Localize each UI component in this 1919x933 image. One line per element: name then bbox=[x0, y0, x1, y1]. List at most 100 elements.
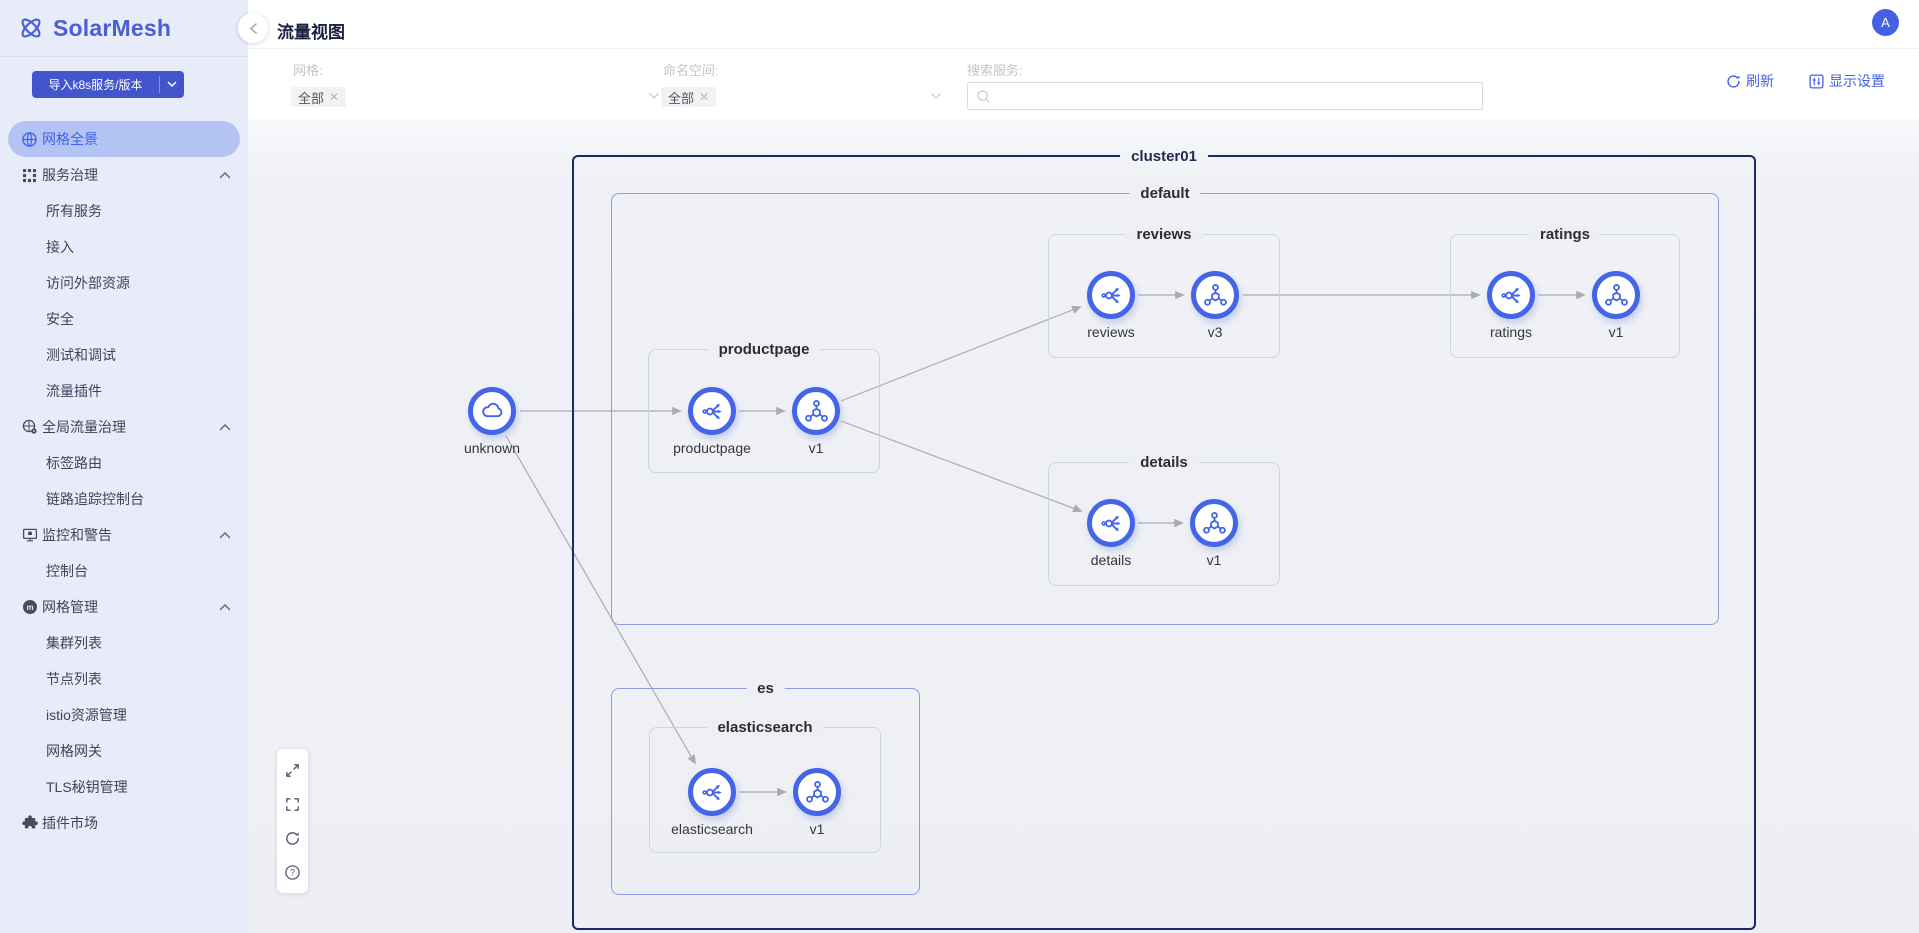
namespace-label: default bbox=[1129, 185, 1201, 203]
reload-button[interactable] bbox=[277, 821, 308, 855]
graph-node-label: elasticsearch bbox=[671, 821, 753, 837]
sidebar-item-traffic-plugin[interactable]: 流量插件 bbox=[0, 373, 248, 409]
graph-node-reviews-v3[interactable] bbox=[1191, 271, 1239, 319]
sidebar-item-monitor-alert[interactable]: 监控和警告 bbox=[0, 517, 248, 553]
display-settings-button[interactable]: 显示设置 bbox=[1809, 71, 1885, 91]
sidebar-item-node-list[interactable]: 节点列表 bbox=[0, 661, 248, 697]
graph-node-elasticsearch-v1[interactable] bbox=[793, 768, 841, 816]
workload-icon bbox=[804, 779, 831, 806]
fit-icon bbox=[284, 762, 301, 779]
service-icon bbox=[1098, 282, 1125, 309]
graph-node-details-v1[interactable] bbox=[1190, 499, 1238, 547]
sidebar-menu: 网格全景服务治理所有服务接入访问外部资源安全测试和调试流量插件全局流量治理标签路… bbox=[0, 121, 248, 841]
group-label: reviews bbox=[1125, 226, 1203, 244]
sidebar-item-label: 监控和警告 bbox=[42, 527, 112, 543]
sidebar-item-label: 节点列表 bbox=[46, 671, 102, 687]
sidebar-item-tracing-console[interactable]: 链路追踪控制台 bbox=[0, 481, 248, 517]
namespace-select-chevron-icon[interactable] bbox=[930, 92, 942, 100]
sidebar-item-label: 全局流量治理 bbox=[42, 419, 126, 435]
sidebar-item-test-debug[interactable]: 测试和调试 bbox=[0, 337, 248, 373]
search-icon bbox=[976, 89, 991, 104]
group-box-grp-ratings[interactable]: ratings bbox=[1450, 226, 1680, 358]
cloud-icon bbox=[479, 398, 506, 425]
namespace-label: es bbox=[746, 680, 785, 698]
grid-icon bbox=[21, 167, 38, 184]
back-button[interactable] bbox=[238, 13, 268, 43]
group-box-grp-productpage[interactable]: productpage bbox=[648, 341, 880, 473]
sidebar-item-plugin-market[interactable]: 插件市场 bbox=[0, 805, 248, 841]
service-icon bbox=[699, 398, 726, 425]
group-box-grp-details[interactable]: details bbox=[1048, 454, 1280, 586]
sidebar-item-security[interactable]: 安全 bbox=[0, 301, 248, 337]
fullscreen-icon bbox=[284, 796, 301, 813]
graph-node-label: v3 bbox=[1207, 324, 1223, 340]
fit-view-button[interactable] bbox=[277, 753, 308, 787]
graph-node-ratings-v1[interactable] bbox=[1592, 271, 1640, 319]
service-icon bbox=[699, 779, 726, 806]
mesh-select-chevron-icon[interactable] bbox=[648, 92, 660, 100]
group-box-grp-elasticsearch[interactable]: elasticsearch bbox=[649, 719, 881, 853]
sidebar-item-label: TLS秘钥管理 bbox=[46, 779, 128, 795]
help-button[interactable]: ? bbox=[277, 855, 308, 889]
sidebar-item-external-resources[interactable]: 访问外部资源 bbox=[0, 265, 248, 301]
mesh-filter-chip[interactable]: 全部 ✕ bbox=[291, 87, 347, 107]
mesh-badge-icon: m bbox=[21, 599, 38, 616]
graph-node-label: v1 bbox=[809, 821, 825, 837]
sidebar-item-service-governance[interactable]: 服务治理 bbox=[0, 157, 248, 193]
monitor-icon bbox=[21, 527, 38, 544]
graph-node-label: v1 bbox=[808, 440, 824, 456]
graph-node-unknown[interactable] bbox=[468, 387, 516, 435]
sidebar-item-istio-resources[interactable]: istio资源管理 bbox=[0, 697, 248, 733]
workload-icon bbox=[1202, 282, 1229, 309]
chip-text: 全部 bbox=[298, 90, 325, 106]
avatar[interactable]: A bbox=[1872, 9, 1899, 36]
button-divider bbox=[159, 76, 160, 93]
sidebar-item-console[interactable]: 控制台 bbox=[0, 553, 248, 589]
import-k8s-label: 导入k8s服务/版本 bbox=[48, 78, 143, 92]
graph-node-svc-elasticsearch[interactable] bbox=[688, 768, 736, 816]
namespace-box-ns-es[interactable]: es bbox=[611, 680, 920, 895]
import-k8s-button[interactable]: 导入k8s服务/版本 bbox=[32, 71, 184, 98]
graph-node-svc-details[interactable] bbox=[1087, 499, 1135, 547]
cluster-box-cluster01[interactable]: cluster01 bbox=[572, 148, 1756, 930]
sidebar-item-label: 网格全景 bbox=[42, 131, 98, 147]
graph-node-svc-productpage[interactable] bbox=[688, 387, 736, 435]
chevron-up-icon[interactable] bbox=[219, 171, 231, 179]
sidebar-item-access[interactable]: 接入 bbox=[0, 229, 248, 265]
namespace-box-ns-default[interactable]: default bbox=[611, 185, 1719, 625]
namespace-filter-chip[interactable]: 全部 ✕ bbox=[661, 87, 717, 107]
group-box-grp-reviews[interactable]: reviews bbox=[1048, 226, 1280, 358]
sidebar-item-all-services[interactable]: 所有服务 bbox=[0, 193, 248, 229]
refresh-button[interactable]: 刷新 bbox=[1726, 71, 1774, 91]
fullscreen-button[interactable] bbox=[277, 787, 308, 821]
chevron-up-icon[interactable] bbox=[219, 423, 231, 431]
close-icon[interactable]: ✕ bbox=[699, 90, 710, 104]
sidebar-item-label: 测试和调试 bbox=[46, 347, 116, 363]
sidebar-item-label: 服务治理 bbox=[42, 167, 98, 183]
group-label: ratings bbox=[1528, 226, 1602, 244]
gear-globe-icon bbox=[21, 419, 38, 436]
sidebar-item-mesh-overview[interactable]: 网格全景 bbox=[8, 121, 240, 157]
sidebar-item-cluster-list[interactable]: 集群列表 bbox=[0, 625, 248, 661]
graph-node-svc-ratings[interactable] bbox=[1487, 271, 1535, 319]
workload-icon bbox=[1603, 282, 1630, 309]
topbar: 流量视图 A 网格: 全部 ✕ 命名空间: 全部 ✕ 搜索服务: 刷新 显示设置 bbox=[238, 0, 1919, 119]
graph-node-productpage-v1[interactable] bbox=[792, 387, 840, 435]
sidebar-item-label: 流量插件 bbox=[46, 383, 102, 399]
sidebar-item-tls-secrets[interactable]: TLS秘钥管理 bbox=[0, 769, 248, 805]
mesh-filter-label: 网格: bbox=[293, 63, 323, 78]
sidebar-item-global-traffic-governance[interactable]: 全局流量治理 bbox=[0, 409, 248, 445]
chevron-up-icon[interactable] bbox=[219, 603, 231, 611]
graph-toolbar: ? bbox=[277, 749, 308, 893]
search-input[interactable] bbox=[997, 87, 1482, 105]
chevron-up-icon[interactable] bbox=[219, 531, 231, 539]
sidebar-item-mesh-gateway[interactable]: 网格网关 bbox=[0, 733, 248, 769]
help-icon: ? bbox=[284, 864, 301, 881]
close-icon[interactable]: ✕ bbox=[329, 90, 340, 104]
chevron-down-icon[interactable] bbox=[160, 81, 184, 88]
sidebar-item-tag-routing[interactable]: 标签路由 bbox=[0, 445, 248, 481]
graph-node-svc-reviews[interactable] bbox=[1087, 271, 1135, 319]
graph-node-label: v1 bbox=[1608, 324, 1624, 340]
